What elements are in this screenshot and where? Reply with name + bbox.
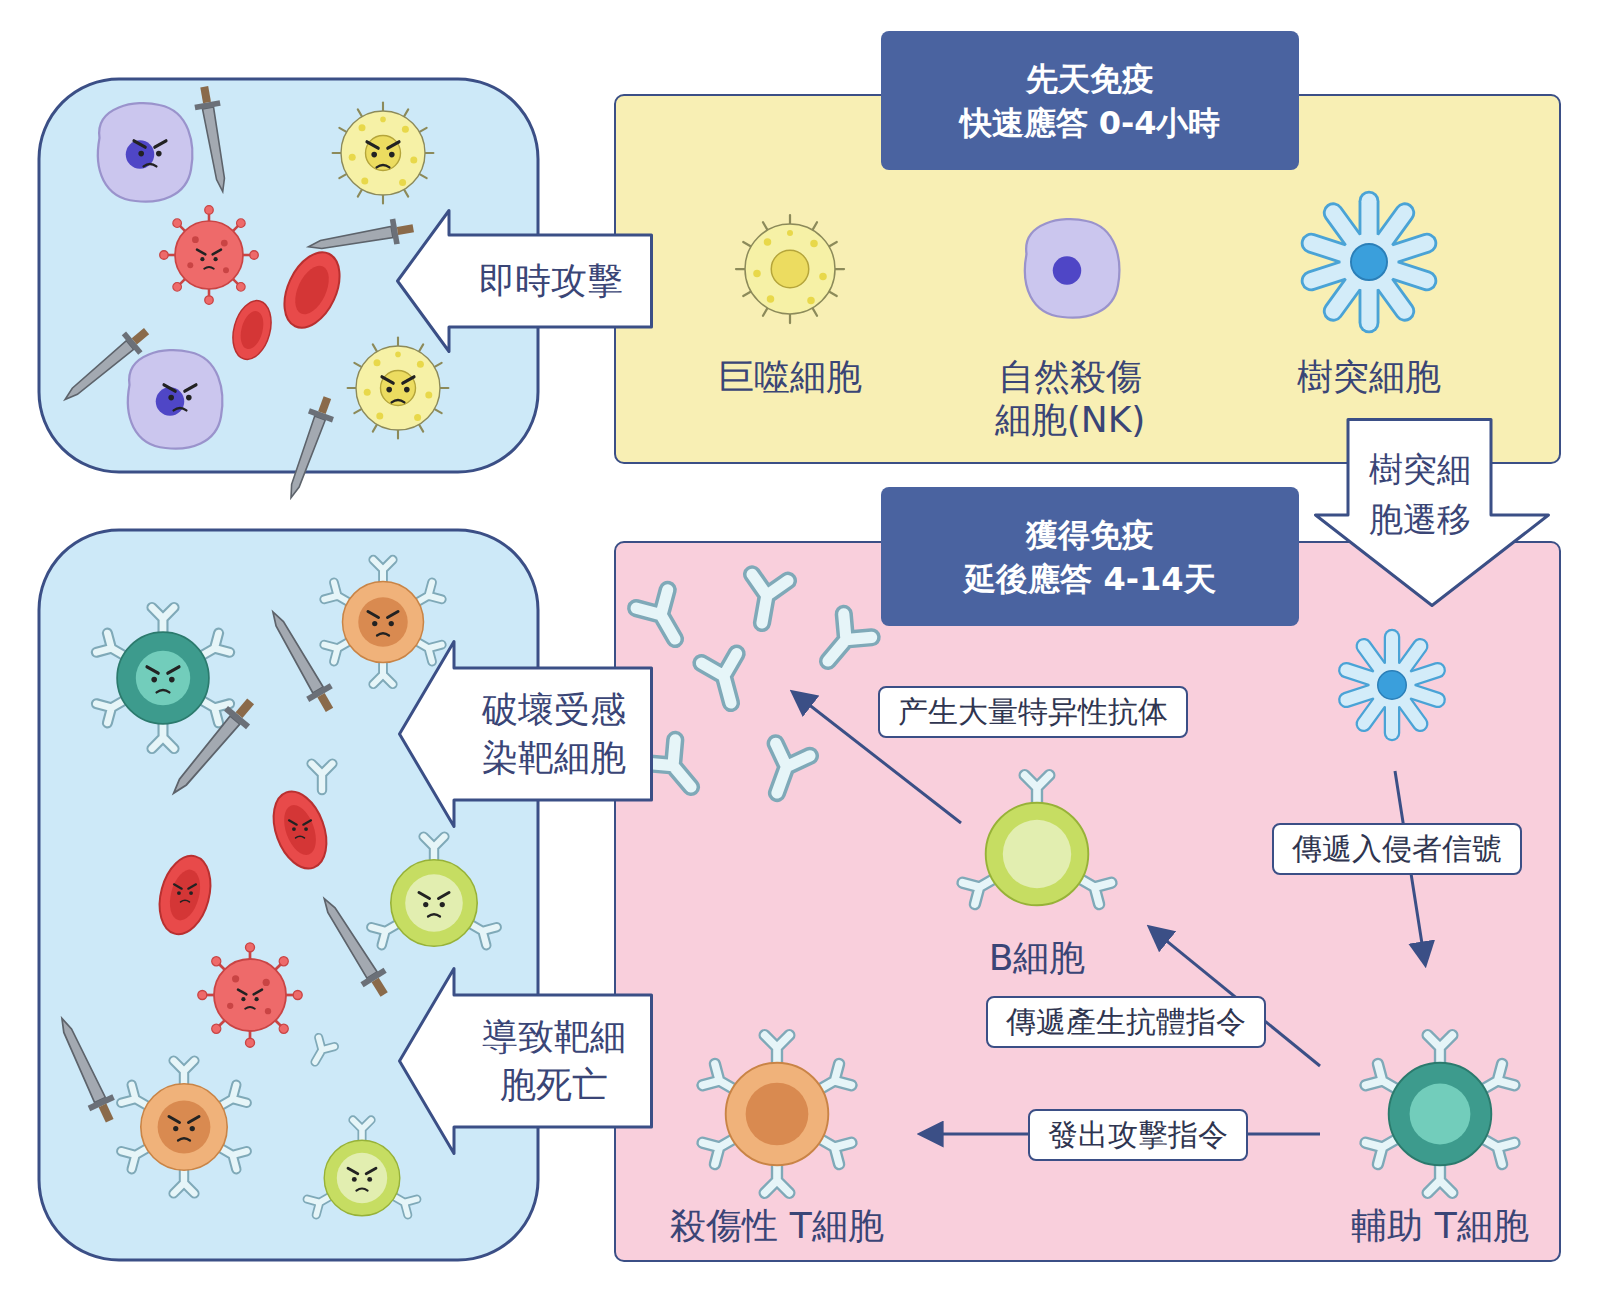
bacterium [273, 244, 350, 337]
bacterium [264, 784, 336, 876]
heading-tab: 獲得免疫延後應答 4-14天 [881, 487, 1299, 626]
germ-face [238, 990, 262, 1009]
antibody [647, 740, 705, 799]
sword [261, 605, 341, 717]
antibody [312, 764, 333, 790]
cell-node: 巨噬細胞 [670, 194, 910, 402]
antibody [701, 654, 748, 708]
panel-heading: 延後應答 4-14天 [964, 557, 1215, 601]
b-cell [371, 837, 496, 947]
cell-figure [1025, 219, 1119, 318]
cell-label: 樹突細胞 [1249, 355, 1489, 398]
block-arrow: 樹突細 胞遷移 [1314, 418, 1550, 607]
antibody [307, 1037, 334, 1066]
cell-icon [682, 1019, 872, 1209]
bacterium [151, 850, 218, 940]
edge-label: 發出攻擊指令 [1028, 1109, 1248, 1161]
germ-face [197, 250, 221, 269]
germ-face [289, 820, 311, 838]
cell-face [419, 893, 449, 917]
cell-label: 殺傷性 T細胞 [637, 1204, 917, 1247]
cell-figure [1311, 201, 1427, 323]
antibody [814, 614, 872, 673]
arrow-shape [398, 640, 653, 828]
arrow-text: 破壞受感 染靶細胞 [469, 686, 639, 782]
cell-face [147, 667, 179, 693]
macrophage-cell [333, 103, 434, 204]
cell-face [169, 1117, 199, 1141]
dendritic-cell [1346, 637, 1437, 733]
cell-face [164, 385, 196, 411]
panel-heading: 快速應答 0-4小時 [960, 101, 1221, 145]
block-arrow: 破壞受感 染靶細胞 [398, 640, 653, 828]
sword [163, 692, 262, 802]
cell-node: 輔助 T細胞 [1320, 1019, 1560, 1251]
cell-label: 輔助 T細胞 [1320, 1204, 1560, 1247]
cell-icon [942, 759, 1132, 949]
cell-figure [963, 775, 1112, 905]
arrow-text-box: 破壞受感 染靶細胞 [458, 668, 649, 800]
bacterium [227, 296, 277, 363]
b-cell [307, 1120, 417, 1216]
germ-face [174, 884, 196, 902]
helper-t-cell [96, 607, 229, 748]
cell-node: 自然殺傷 細胞(NK) [950, 194, 1190, 445]
cell-node: 樹突細胞 [1249, 167, 1489, 402]
sword [279, 393, 339, 502]
arrow-text: 導致靶細 胞死亡 [469, 1013, 639, 1109]
arrow-text-box: 樹突細 胞遷移 [1348, 442, 1491, 546]
killer-t-cell [121, 1061, 246, 1194]
cell-figure [1366, 1035, 1515, 1193]
heading-tab: 先天免疫快速應答 0-4小時 [881, 31, 1299, 170]
cell-icon [995, 194, 1145, 344]
cell-label: 自然殺傷 細胞(NK) [985, 355, 1155, 441]
panel-heading: 獲得免疫 [1026, 513, 1154, 557]
arrow-outline [400, 642, 652, 827]
nk-cell [128, 350, 222, 449]
cell-node: B細胞 [927, 759, 1147, 983]
sword [50, 1013, 122, 1127]
cell-figure [703, 1035, 852, 1193]
cell-face [382, 377, 414, 403]
antibody [744, 574, 788, 626]
arrow-shape [398, 967, 653, 1155]
cell-face [348, 1168, 376, 1190]
cell-label: B細胞 [927, 936, 1147, 979]
innate-panel: 先天免疫快速應答 0-4小時巨噬細胞自然殺傷 細胞(NK)樹突細胞 [614, 94, 1561, 464]
sword [192, 85, 236, 194]
cell-figure [736, 215, 844, 323]
macrophage-cell [348, 338, 449, 439]
virus [160, 206, 259, 305]
block-arrow: 導致靶細 胞死亡 [398, 967, 653, 1155]
note-label: 傳遞入侵者信號 [1272, 823, 1522, 875]
antibody [636, 590, 691, 648]
blue-panel [39, 530, 538, 1260]
adaptive-panel: 獲得免疫延後應答 4-14天B細胞殺傷性 T細胞輔助 T細胞产生大量特异性抗体傳… [614, 541, 1561, 1262]
panel-heading: 先天免疫 [1026, 57, 1154, 101]
cell-label: 巨噬細胞 [670, 355, 910, 398]
cell-face [134, 141, 166, 167]
killer-t-cell [324, 560, 442, 685]
cell-icon [1345, 1019, 1535, 1209]
arrow-text-box: 導致靶細 胞死亡 [458, 995, 649, 1127]
block-arrow: 即時攻擊 [396, 209, 653, 353]
cell-icon [1274, 167, 1464, 357]
cell-face [367, 142, 399, 168]
edge-label: 傳遞產生抗體指令 [986, 996, 1266, 1048]
antibody [760, 743, 810, 799]
cell-face [368, 612, 398, 636]
nk-cell [98, 103, 192, 202]
note-label: 产生大量特异性抗体 [878, 686, 1188, 738]
virus [198, 943, 302, 1047]
arrow-text: 即時攻擊 [479, 257, 623, 305]
arrow-text-box: 即時攻擊 [453, 235, 649, 327]
cell-icon [715, 194, 865, 344]
arrow-outline [400, 969, 652, 1154]
arrow-text: 樹突細 胞遷移 [1357, 444, 1482, 544]
cell-node: 殺傷性 T細胞 [637, 1019, 917, 1251]
